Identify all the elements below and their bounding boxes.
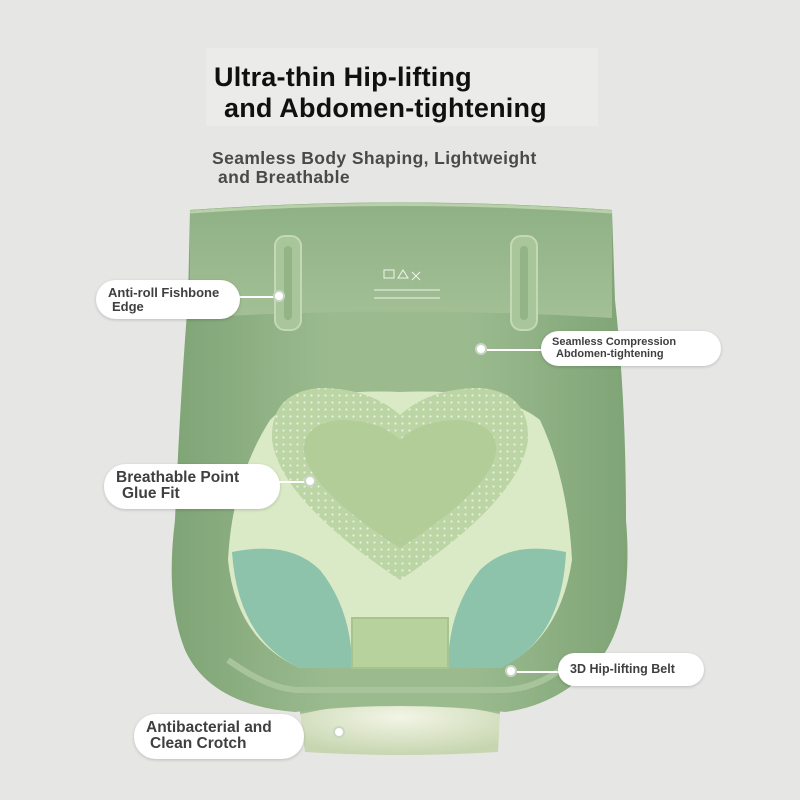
callout-hip-belt-line-1: 3D Hip-lifting Belt — [570, 662, 675, 676]
callout-dot-compression — [475, 343, 487, 355]
callout-fishbone-edge: Anti-roll Fishbone Edge — [96, 280, 240, 320]
callout-fishbone-line-1: Anti-roll Fishbone — [108, 285, 220, 300]
callout-hip-lifting-belt: 3D Hip-lifting Belt — [558, 653, 704, 687]
hip-lift-panel-right — [448, 548, 566, 668]
waistband — [189, 202, 613, 318]
callout-compression-line-1: Seamless Compression — [552, 336, 677, 348]
heart-panel — [271, 388, 529, 580]
subtitle-line-1: Seamless Body Shaping, Lightweight — [212, 148, 537, 168]
subtitle-line-2: and Breathable — [218, 167, 351, 187]
callout-fishbone-line-2: Edge — [112, 298, 144, 314]
callout-line-compression — [487, 349, 543, 351]
callout-dot-fishbone — [273, 290, 285, 302]
callout-dot-crotch — [333, 726, 345, 738]
callout-crotch-line-2: Clean Crotch — [150, 735, 247, 753]
callout-crotch-line-1: Antibacterial and — [146, 719, 272, 736]
hip-lift-panel-left — [232, 548, 352, 668]
fishbone-strip-left — [274, 235, 302, 331]
headline-line-1: Ultra-thin Hip-lifting — [214, 62, 472, 92]
callout-breathable-point: Breathable Point Glue Fit — [104, 464, 280, 509]
center-patch — [351, 617, 449, 669]
callout-compression-line-2: Abdomen-tightening — [556, 347, 664, 360]
fishbone-strip-right — [510, 235, 538, 331]
callout-antibacterial-crotch: Antibacterial and Clean Crotch — [134, 714, 304, 759]
title-block — [206, 48, 598, 126]
callout-seamless-compression: Seamless Compression Abdomen-tightening — [541, 331, 721, 367]
callout-dot-hip-belt — [505, 665, 517, 677]
callout-line-hip-belt — [517, 671, 561, 673]
callout-line-fishbone — [236, 296, 280, 298]
headline-line-2: and Abdomen-tightening — [224, 93, 547, 123]
callout-breathable-line-2: Glue Fit — [122, 485, 180, 503]
callout-line-breathable — [278, 481, 306, 483]
care-label-icons — [374, 269, 440, 299]
callout-dot-breathable — [304, 475, 316, 487]
crotch-gusset — [299, 699, 501, 755]
leg-hem — [226, 657, 575, 693]
callout-breathable-line-1: Breathable Point — [116, 469, 240, 486]
